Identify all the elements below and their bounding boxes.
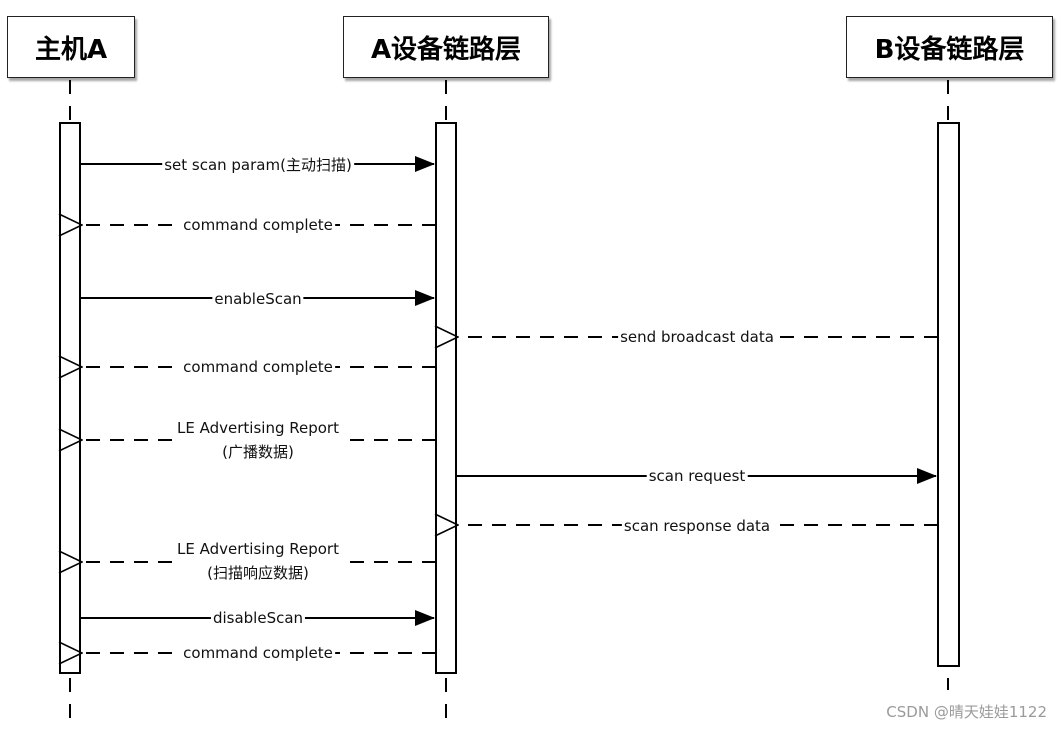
label-le-advertising-report-2: LE Advertising Report (扫描响应数据) — [175, 537, 341, 585]
activation-bar-link-a — [435, 122, 457, 674]
activation-bar-host — [59, 122, 81, 674]
label-command-complete-2: command complete — [181, 355, 335, 379]
participant-link-b: B设备链路层 — [846, 16, 1053, 78]
watermark-text: CSDN @晴天娃娃1122 — [886, 703, 1047, 721]
label-command-complete-1: command complete — [181, 213, 335, 237]
label-set-scan-param: set scan param(主动扫描) — [162, 153, 354, 177]
label-le-advertising-report-1-line2: (广播数据) — [222, 443, 294, 461]
label-le-advertising-report-2-line2: (扫描响应数据) — [207, 564, 309, 582]
label-enable-scan: enableScan — [212, 287, 304, 311]
participant-host: 主机A — [7, 16, 135, 78]
label-le-advertising-report-1-line1: LE Advertising Report — [177, 419, 339, 437]
label-disable-scan: disableScan — [210, 606, 306, 630]
label-scan-request: scan request — [646, 464, 748, 488]
label-send-broadcast-data: send broadcast data — [618, 325, 776, 349]
label-le-advertising-report-1: LE Advertising Report (广播数据) — [175, 416, 341, 464]
participant-link-a: A设备链路层 — [343, 16, 549, 78]
label-le-advertising-report-2-line1: LE Advertising Report — [177, 540, 339, 558]
label-command-complete-3: command complete — [181, 641, 335, 665]
label-scan-response-data: scan response data — [621, 514, 773, 538]
activation-bar-link-b — [937, 122, 960, 667]
